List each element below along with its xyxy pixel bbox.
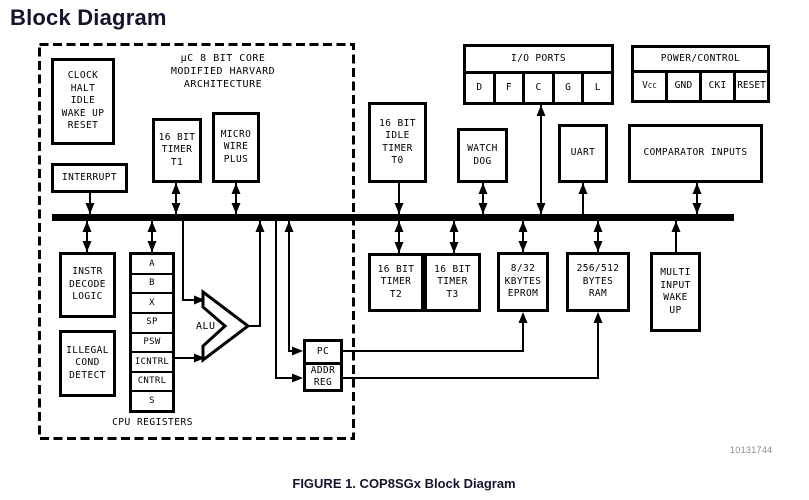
power-control-title: POWER/CONTROL: [634, 48, 767, 73]
microwire-plus-box: MICRO WIRE PLUS: [212, 112, 260, 183]
io-port-g: G: [551, 74, 582, 102]
pc-addr-reg-stack: PC ADDR REG: [303, 339, 343, 392]
io-port-l: L: [581, 74, 611, 102]
register-a: A: [149, 258, 155, 269]
page-title: Block Diagram: [10, 5, 167, 30]
io-ports-box: I/O PORTS D F C G L: [463, 44, 614, 105]
io-ports-title: I/O PORTS: [466, 47, 611, 74]
figure-caption: FIGURE 1. COP8SGx Block Diagram: [292, 476, 516, 491]
cpu-registers-label: CPU REGISTERS: [112, 417, 193, 428]
io-port-c: C: [522, 74, 552, 102]
timer-t2-box: 16 BIT TIMER T2: [368, 253, 424, 312]
register-s: S: [132, 390, 172, 410]
io-port-f: F: [492, 74, 523, 102]
arrowheads: [82, 105, 702, 383]
pin-reset: RESET: [733, 73, 767, 100]
register-x: X: [132, 292, 172, 312]
pin-gnd: GND: [665, 73, 699, 100]
watchdog-box: WATCH DOG: [457, 128, 508, 183]
core-architecture-label: µC 8 BIT CORE MODIFIED HARVARD ARCHITECT…: [170, 53, 276, 90]
uart-box: UART: [558, 124, 608, 183]
register-psw: PSW: [132, 331, 172, 352]
timer-t3-box: 16 BIT TIMER T3: [424, 253, 481, 312]
vcc-subscript: CC: [648, 82, 657, 91]
register-cntrl: CNTRL: [132, 370, 172, 391]
addr-reg-box: ADDR REG: [306, 362, 340, 389]
clock-box: CLOCK HALT IDLE WAKE UP RESET: [51, 58, 115, 145]
instr-decode-box: INSTR DECODE LOGIC: [59, 252, 116, 318]
interrupt-box: INTERRUPT: [51, 163, 128, 193]
cpu-register-stack: A B X SP PSW ICNTRL CNTRL S: [129, 252, 175, 413]
comparator-inputs-box: COMPARATOR INPUTS: [628, 124, 763, 183]
vcc-label: V: [642, 80, 649, 92]
pc-box: PC: [316, 346, 330, 357]
eprom-box: 8/32 KBYTES EPROM: [497, 252, 549, 312]
alu-label: ALU: [196, 321, 216, 332]
core-dashed-boundary: [38, 43, 355, 440]
timer-t1-box: 16 BIT TIMER T1: [152, 118, 202, 183]
illegal-cond-box: ILLEGAL COND DETECT: [59, 330, 116, 397]
part-number: 10131744: [730, 445, 773, 455]
register-sp: SP: [132, 311, 172, 332]
alu-shape: [201, 288, 251, 364]
io-port-d: D: [476, 81, 483, 93]
idle-timer-t0-box: 16 BIT IDLE TIMER T0: [368, 102, 427, 183]
register-b: B: [132, 272, 172, 293]
register-icntrl: ICNTRL: [132, 351, 172, 371]
ram-box: 256/512 BYTES RAM: [566, 252, 630, 312]
multi-input-wakeup-box: MULTI INPUT WAKE UP: [650, 252, 701, 332]
pin-cki: CKI: [699, 73, 733, 100]
system-bus: [52, 214, 734, 221]
